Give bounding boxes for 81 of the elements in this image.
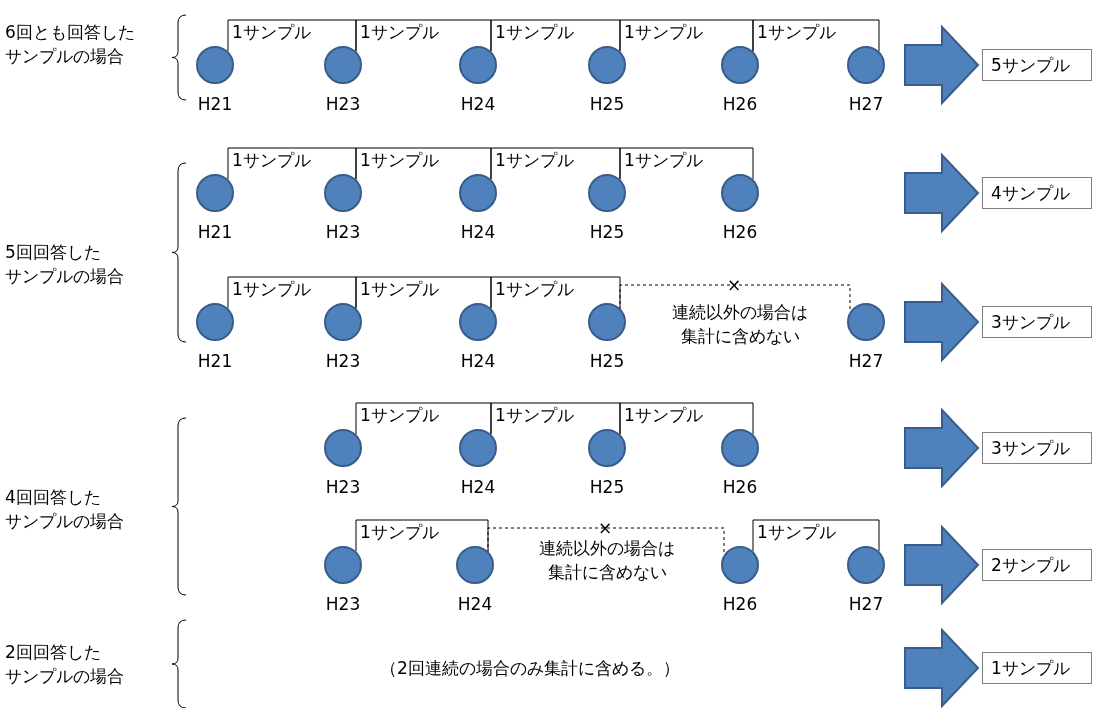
edge-label: 1サンプル bbox=[622, 405, 705, 425]
group-label: 5回回答したサンプルの場合 bbox=[5, 241, 124, 288]
year-label: H23 bbox=[325, 477, 361, 497]
bracket-line bbox=[752, 519, 880, 552]
result-box: 4サンプル bbox=[982, 177, 1092, 209]
edge-label: 1サンプル bbox=[358, 522, 441, 542]
edge-label: 1サンプル bbox=[230, 22, 313, 42]
edge-label: 1サンプル bbox=[622, 150, 705, 170]
year-label: H23 bbox=[325, 222, 361, 242]
bracket-line bbox=[355, 402, 492, 435]
group-label: 4回回答したサンプルの場合 bbox=[5, 486, 124, 533]
bracket-line bbox=[619, 19, 754, 52]
edge-label: 1サンプル bbox=[358, 405, 441, 425]
edge-label: 1サンプル bbox=[230, 279, 313, 299]
year-label: H21 bbox=[197, 351, 233, 371]
note-text: 連続以外の場合は集計に含めない bbox=[538, 537, 676, 584]
year-label: H23 bbox=[325, 94, 361, 114]
year-label: H27 bbox=[848, 594, 884, 614]
year-label: H26 bbox=[722, 222, 758, 242]
year-label: H26 bbox=[722, 94, 758, 114]
bracket-line bbox=[490, 276, 621, 309]
block-arrow bbox=[904, 281, 980, 363]
edge-label: 1サンプル bbox=[358, 150, 441, 170]
year-label: H23 bbox=[325, 594, 361, 614]
year-label: H25 bbox=[589, 94, 625, 114]
year-label: H25 bbox=[589, 222, 625, 242]
bracket-line bbox=[619, 147, 754, 180]
edge-label: 1サンプル bbox=[755, 22, 838, 42]
bracket-line bbox=[490, 402, 621, 435]
year-label: H24 bbox=[460, 351, 496, 371]
year-label: H25 bbox=[589, 477, 625, 497]
edge-label: 1サンプル bbox=[622, 22, 705, 42]
year-label: H25 bbox=[589, 351, 625, 371]
bracket-line bbox=[355, 519, 489, 552]
bracket-line bbox=[227, 19, 357, 52]
result-box: 2サンプル bbox=[982, 549, 1092, 581]
block-arrow bbox=[904, 152, 980, 234]
year-label: H23 bbox=[325, 351, 361, 371]
edge-label: 1サンプル bbox=[230, 150, 313, 170]
bracket-line bbox=[619, 402, 754, 435]
year-label: H24 bbox=[460, 222, 496, 242]
year-label: H27 bbox=[848, 351, 884, 371]
block-arrow bbox=[904, 627, 980, 708]
result-box: 3サンプル bbox=[982, 306, 1092, 338]
bracket-line bbox=[490, 19, 621, 52]
edge-label: 1サンプル bbox=[493, 22, 576, 42]
year-label: H24 bbox=[460, 94, 496, 114]
edge-label: 1サンプル bbox=[358, 22, 441, 42]
bracket-line bbox=[355, 19, 492, 52]
year-label: H26 bbox=[722, 594, 758, 614]
bracket-line bbox=[490, 147, 621, 180]
block-arrow bbox=[904, 407, 980, 489]
edge-label: 1サンプル bbox=[493, 150, 576, 170]
note-text: （2回連続の場合のみ集計に含める。） bbox=[380, 657, 681, 680]
bracket-line bbox=[227, 276, 357, 309]
edge-label: 1サンプル bbox=[358, 279, 441, 299]
result-box: 3サンプル bbox=[982, 432, 1092, 464]
result-box: 5サンプル bbox=[982, 49, 1092, 81]
year-label: H26 bbox=[722, 477, 758, 497]
cross-mark: × bbox=[598, 518, 613, 538]
note-text: 連続以外の場合は集計に含めない bbox=[671, 301, 809, 348]
result-box: 1サンプル bbox=[982, 652, 1092, 684]
year-label: H24 bbox=[460, 477, 496, 497]
year-label: H24 bbox=[457, 594, 493, 614]
block-arrow bbox=[904, 524, 980, 606]
bracket-line bbox=[752, 19, 880, 52]
edge-label: 1サンプル bbox=[755, 522, 838, 542]
bracket-line bbox=[355, 276, 492, 309]
year-label: H21 bbox=[197, 222, 233, 242]
dashed-bracket bbox=[487, 527, 725, 554]
dashed-bracket bbox=[619, 284, 851, 311]
group-label: 2回回答したサンプルの場合 bbox=[5, 641, 124, 688]
year-label: H21 bbox=[197, 94, 233, 114]
bracket-line bbox=[227, 147, 357, 180]
bracket-line bbox=[355, 147, 492, 180]
year-label: H27 bbox=[848, 94, 884, 114]
group-label: 6回とも回答したサンプルの場合 bbox=[5, 21, 135, 68]
edge-label: 1サンプル bbox=[493, 279, 576, 299]
block-arrow bbox=[904, 24, 980, 106]
cross-mark: × bbox=[727, 275, 742, 295]
edge-label: 1サンプル bbox=[493, 405, 576, 425]
